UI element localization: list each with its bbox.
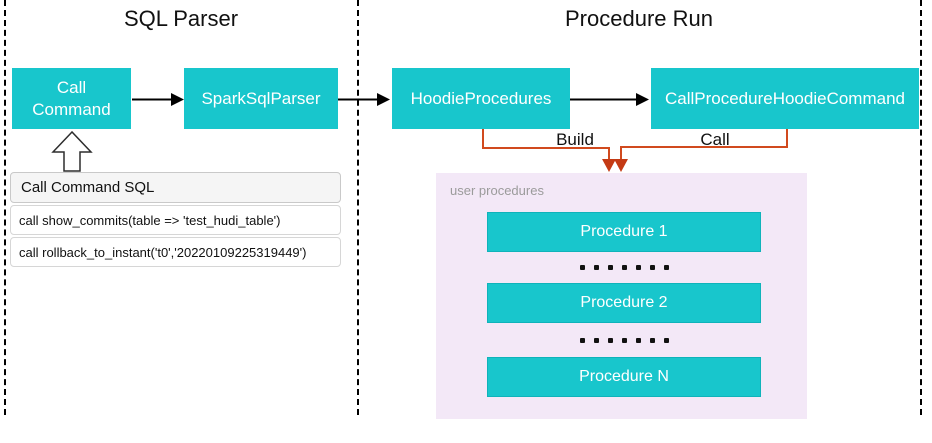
arrow-callcommand-to-sparksqlparser [132,93,184,106]
node-hoodie-procedures: HoodieProcedures [392,68,570,129]
node-procedure-n: Procedure N [487,357,761,397]
sql-example-row: call rollback_to_instant('t0','202201092… [10,237,341,267]
node-call-procedure-hoodie-command: CallProcedureHoodieCommand [651,68,919,129]
node-spark-sql-parser: SparkSqlParser [184,68,338,129]
user-procedures-panel: user procedures Procedure 1 Procedure 2 … [436,173,807,419]
call-edge-label: Call [700,130,730,149]
ellipsis-dots [487,335,761,345]
arrow-hoodieprocedures-to-callprocedurehoodiecommand [570,93,649,106]
right-dashed-border [920,0,922,415]
sql-panel-header: Call Command SQL [10,172,341,203]
sql-example-row: call show_commits(table => 'test_hudi_ta… [10,205,341,235]
node-procedure-2: Procedure 2 [487,283,761,323]
section-title-sql-parser: SQL Parser [123,6,239,31]
node-procedure-1: Procedure 1 [487,212,761,252]
build-edge-label: Build [556,130,594,149]
arrow-sparksqlparser-to-hoodieprocedures [338,93,390,106]
section-title-procedure-run: Procedure Run [565,6,713,31]
middle-dashed-border [357,0,359,415]
hollow-up-arrow [51,130,93,172]
call-command-sql-panel: Call Command SQL call show_commits(table… [10,172,341,267]
left-dashed-border [4,0,6,415]
ellipsis-dots [487,262,761,272]
user-procedures-label: user procedures [450,183,544,198]
node-call-command: Call Command [12,68,131,129]
